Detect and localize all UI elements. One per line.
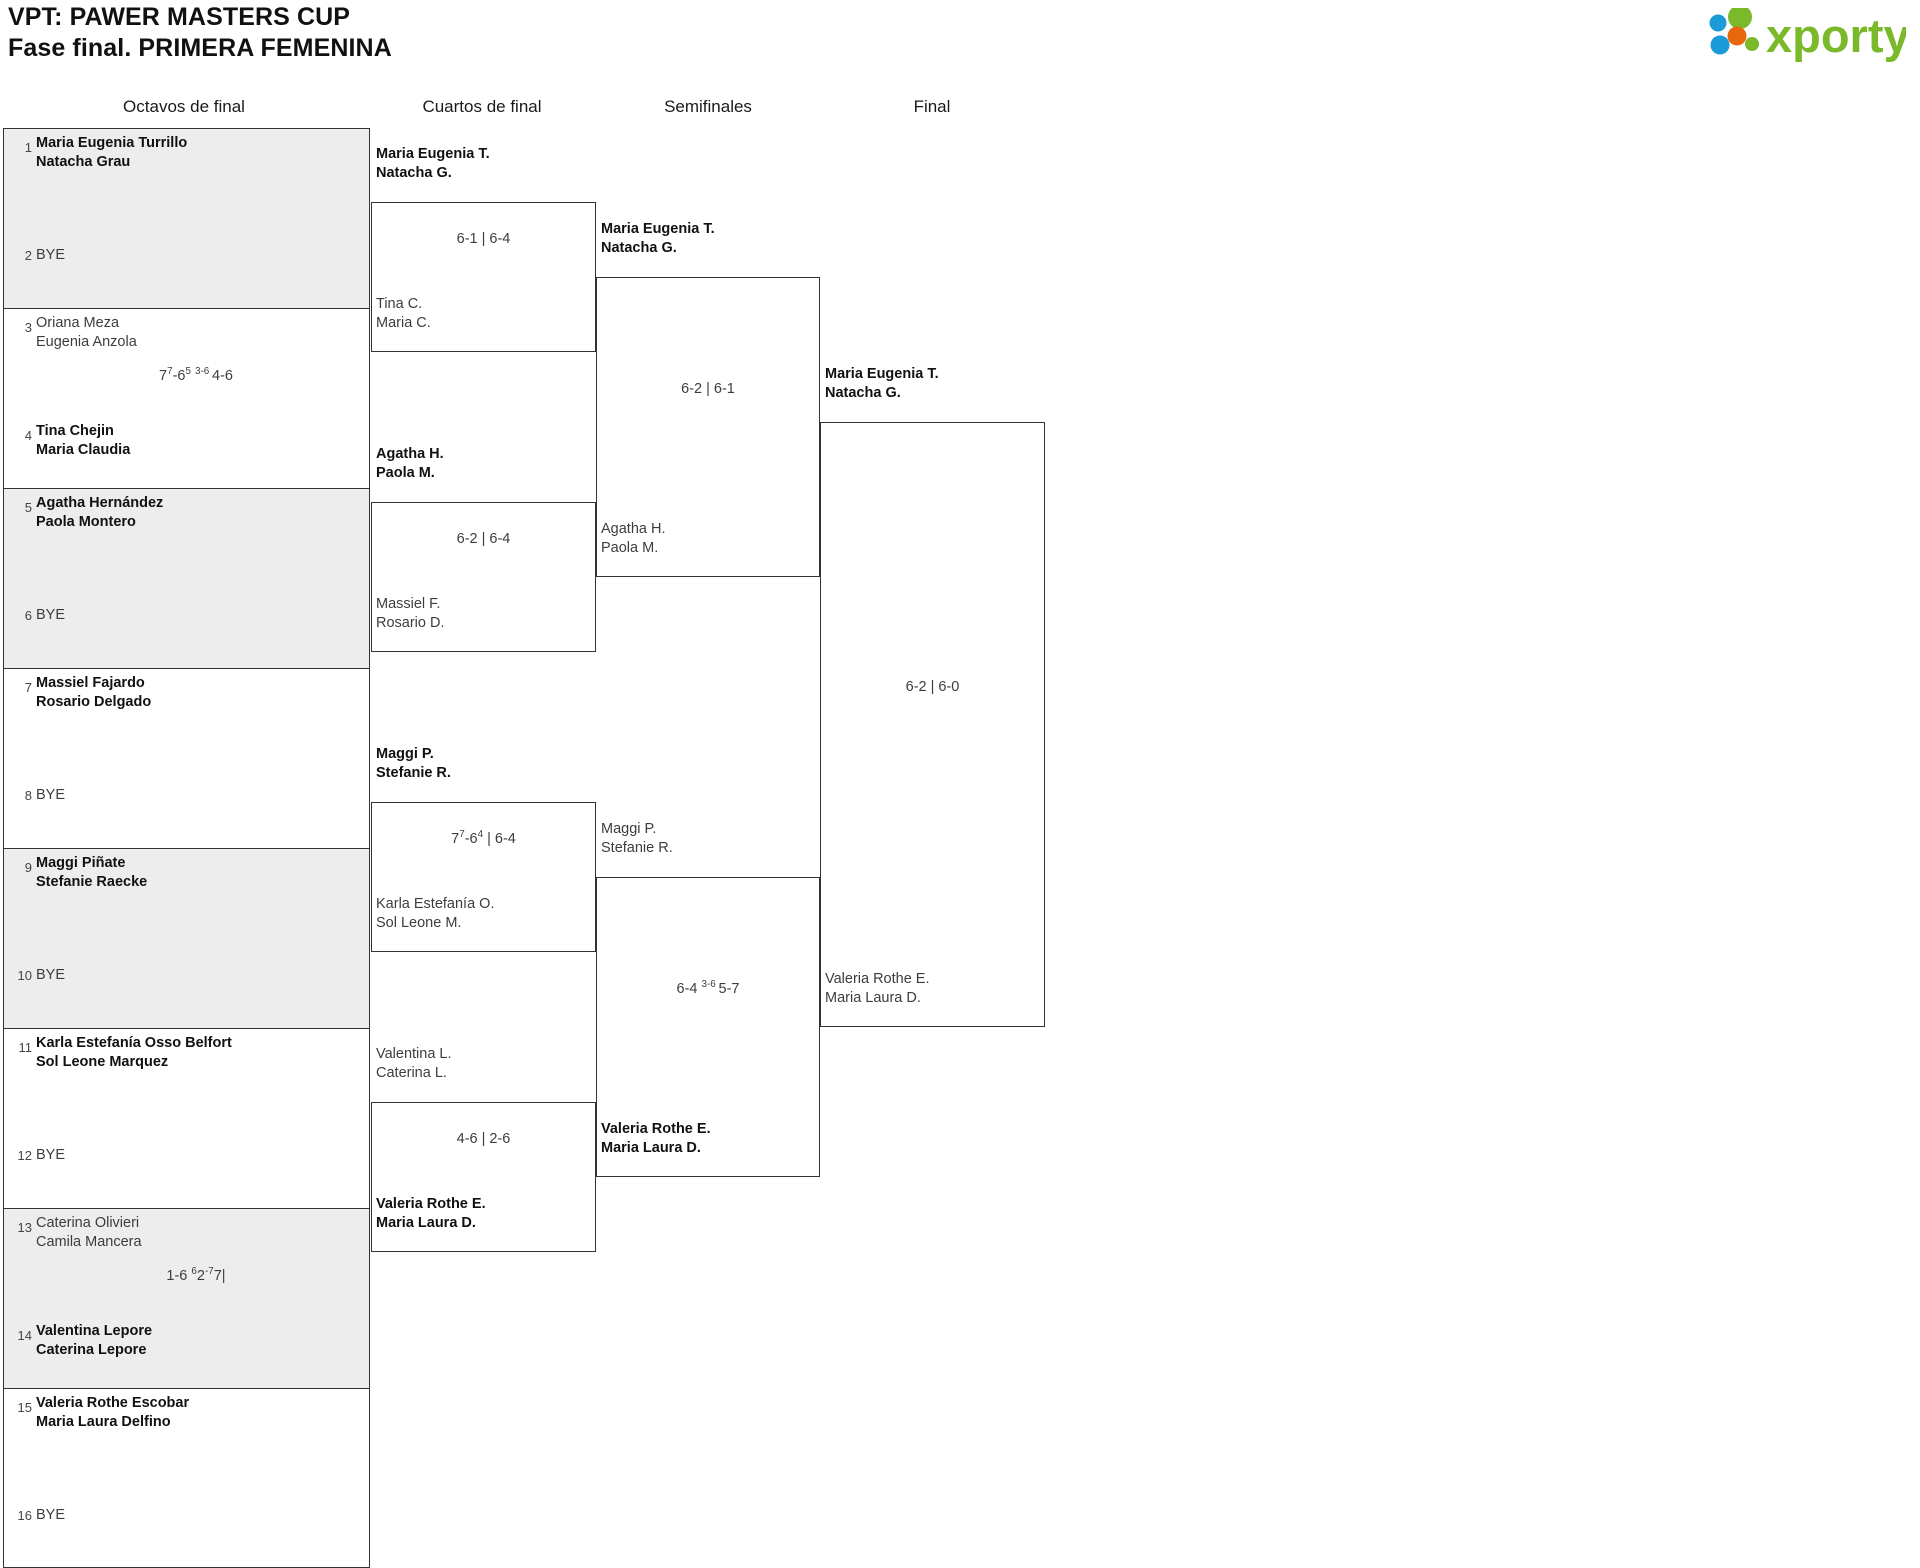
- quarterfinal-score: 77-64 | 6-4: [451, 829, 516, 847]
- page-title: VPT: PAWER MASTERS CUP Fase final. PRIME…: [8, 2, 392, 64]
- r16-team-bottom: BYE: [36, 1507, 66, 1523]
- seed-number: 15: [17, 1400, 32, 1415]
- quarterfinal-team-top: Valentina L.Caterina L.: [376, 1046, 452, 1081]
- seed-number: 2: [24, 248, 32, 263]
- r16-team-bottom: BYE: [36, 1147, 66, 1163]
- r16-score: 77-65 3-6 4-6: [159, 366, 233, 384]
- semifinal-team-top: Maria Eugenia T.Natacha G.: [601, 221, 715, 256]
- r16-score: 1-6 62-77|: [166, 1266, 226, 1284]
- quarterfinal-score: 6-2 | 6-4: [456, 531, 511, 547]
- semifinal-team-bottom: Valeria Rothe E.Maria Laura D.: [601, 1121, 711, 1156]
- semifinal-match-box[interactable]: [596, 277, 820, 577]
- seed-number: 10: [17, 968, 32, 983]
- quarterfinal-team-bottom: Tina C.Maria C.: [376, 296, 431, 331]
- quarterfinal-score: 6-1 | 6-4: [456, 231, 511, 247]
- r16-team-bottom: BYE: [36, 607, 66, 623]
- quarterfinal-team-top: Maggi P.Stefanie R.: [376, 746, 451, 781]
- svg-text:xporty: xporty: [1766, 9, 1906, 62]
- tournament-phase: Fase final. PRIMERA FEMENINA: [8, 34, 392, 62]
- final-match-box[interactable]: [820, 422, 1045, 1027]
- seed-number: 6: [24, 608, 32, 623]
- bracket-page: VPT: PAWER MASTERS CUP Fase final. PRIME…: [3, 2, 1906, 1568]
- xporty-logo[interactable]: xporty: [1706, 8, 1906, 64]
- quarterfinal-team-bottom: Karla Estefanía O.Sol Leone M.: [376, 896, 495, 931]
- seed-number: 4: [24, 428, 32, 443]
- quarterfinal-match-box[interactable]: [371, 502, 596, 652]
- seed-number: 1: [24, 140, 32, 155]
- quarterfinal-team-bottom: Massiel F.Rosario D.: [376, 596, 445, 631]
- semifinal-score: 6-4 3-6 5-7: [676, 979, 740, 997]
- seed-number: 16: [17, 1508, 32, 1523]
- round-header-cuartos: Cuartos de final: [422, 97, 542, 116]
- seed-number: 13: [17, 1220, 32, 1235]
- quarterfinal-match-box[interactable]: [371, 1102, 596, 1252]
- round-header-octavos: Octavos de final: [123, 97, 245, 116]
- round-header-semifinales: Semifinales: [664, 97, 752, 116]
- seed-number: 14: [17, 1328, 32, 1343]
- seed-number: 11: [18, 1040, 33, 1055]
- quarterfinal-team-top: Maria Eugenia T.Natacha G.: [376, 146, 490, 181]
- r16-team-bottom: BYE: [36, 967, 66, 983]
- r16-team-bottom: BYE: [36, 247, 66, 263]
- final-team-bottom: Valeria Rothe E.Maria Laura D.: [825, 971, 930, 1006]
- quarterfinal-match-box[interactable]: [371, 802, 596, 952]
- seed-number: 12: [17, 1148, 32, 1163]
- semifinal-match-box[interactable]: [596, 877, 820, 1177]
- quarterfinal-score: 4-6 | 2-6: [456, 1131, 511, 1147]
- semifinal-team-bottom: Agatha H.Paola M.: [601, 521, 666, 556]
- xporty-logo-icon: xporty: [1709, 8, 1906, 62]
- seed-number: 9: [24, 860, 32, 875]
- quarterfinal-team-bottom: Valeria Rothe E.Maria Laura D.: [376, 1196, 486, 1231]
- quarterfinal-team-top: Agatha H.Paola M.: [376, 446, 444, 481]
- quarterfinal-match-box[interactable]: [371, 202, 596, 352]
- seed-number: 7: [24, 680, 32, 695]
- r16-team-bottom: BYE: [36, 787, 66, 803]
- seed-number: 3: [24, 320, 32, 335]
- seed-number: 5: [24, 500, 32, 515]
- semifinal-team-top: Maggi P.Stefanie R.: [601, 821, 673, 856]
- round-header-final: Final: [913, 97, 951, 116]
- final-score: 6-2 | 6-0: [905, 679, 960, 695]
- final-team-top: Maria Eugenia T.Natacha G.: [825, 366, 939, 401]
- tournament-name: VPT: PAWER MASTERS CUP: [8, 3, 351, 31]
- semifinal-score: 6-2 | 6-1: [681, 381, 735, 397]
- seed-number: 8: [24, 788, 32, 803]
